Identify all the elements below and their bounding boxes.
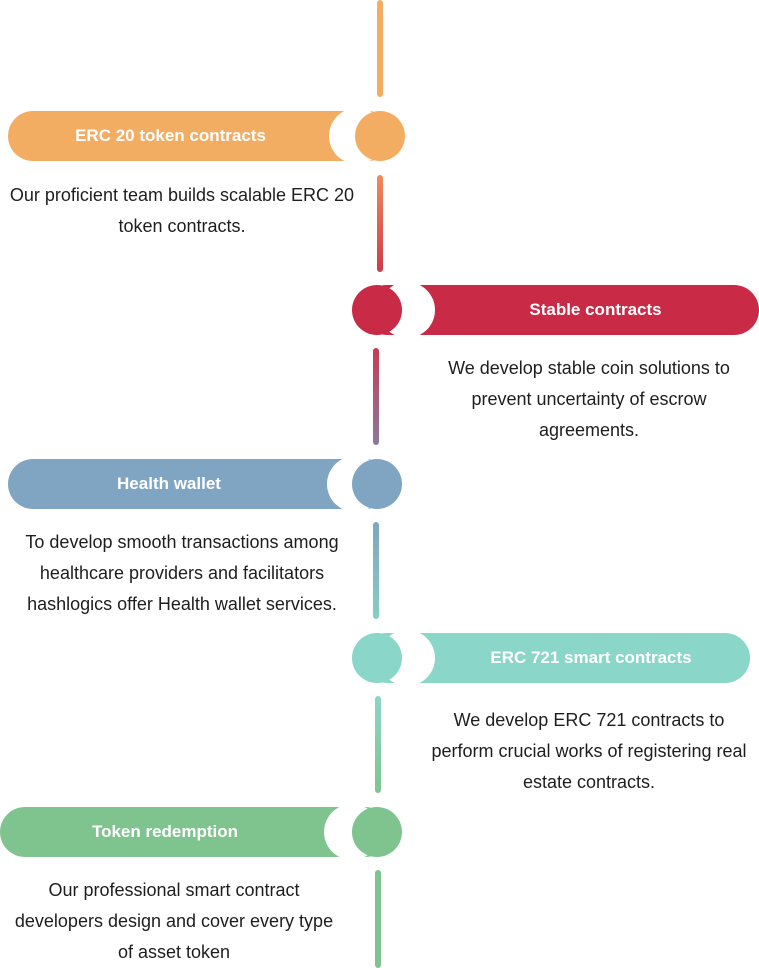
timeline-node: [352, 633, 402, 683]
timeline-node: [355, 111, 405, 161]
timeline-connector: [377, 175, 383, 272]
timeline-label-erc20: ERC 20 token contracts: [8, 111, 393, 161]
timeline-description: Our proficient team builds scalable ERC …: [9, 185, 355, 236]
timeline-connector: [373, 522, 379, 619]
timeline-title: Stable contracts: [529, 300, 662, 319]
timeline-description: Our professional smart contract develope…: [14, 880, 334, 962]
timeline-connector: [373, 348, 379, 445]
timeline-description: We develop stable coin solutions to prev…: [448, 358, 730, 440]
timeline-connector: [377, 0, 383, 97]
timeline-node: [352, 807, 402, 857]
timeline-title: Token redemption: [91, 822, 239, 841]
timeline-title: Health wallet: [117, 474, 221, 493]
timeline-connector: [375, 870, 381, 968]
timeline-connector: [375, 696, 381, 793]
timeline-title: ERC 20 token contracts: [75, 126, 266, 145]
timeline-description: To develop smooth transactions among hea…: [25, 532, 339, 614]
timeline-description: We develop ERC 721 contracts to perform …: [431, 710, 747, 792]
timeline-node: [352, 285, 402, 335]
timeline-label-health-wallet: Health wallet: [8, 459, 390, 509]
timeline-title: ERC 721 smart contracts: [490, 648, 692, 667]
timeline-node: [352, 459, 402, 509]
